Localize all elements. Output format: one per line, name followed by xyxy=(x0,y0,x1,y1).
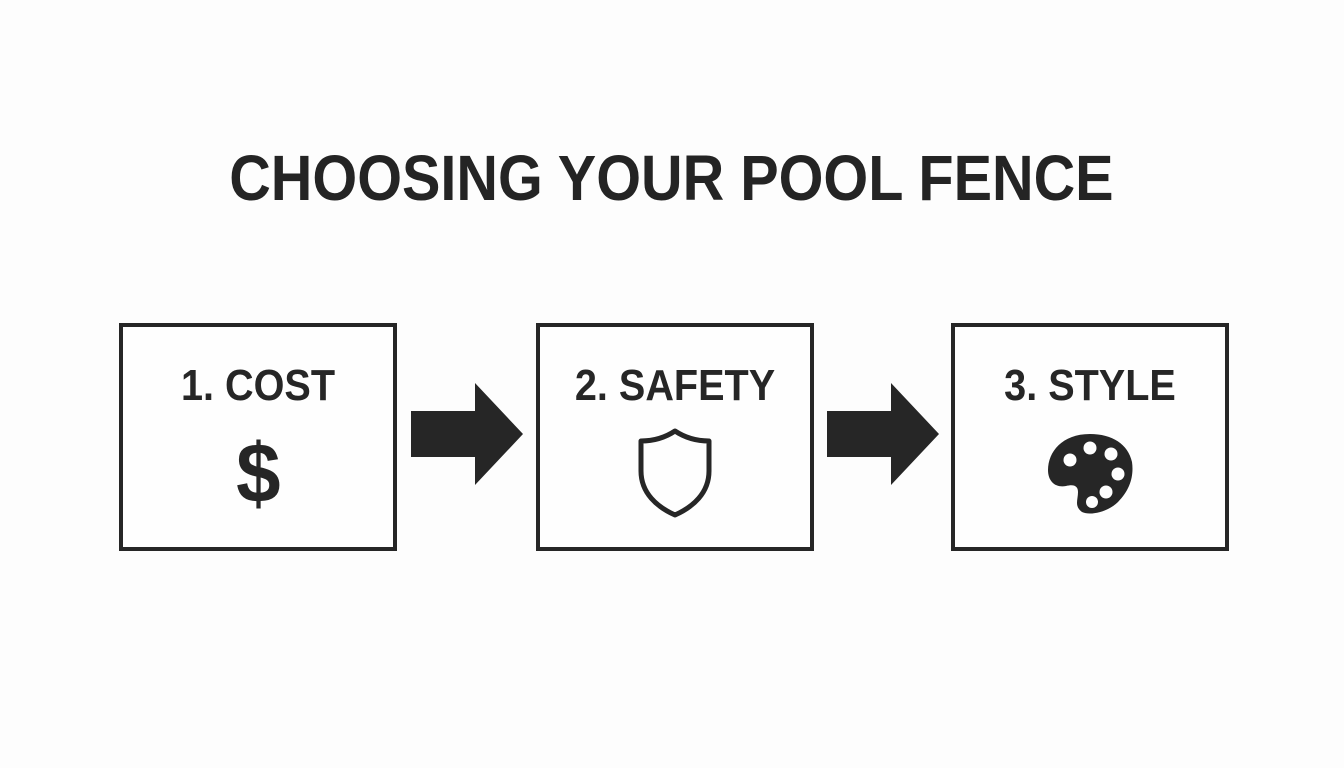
step-box-style: 3. STYLE xyxy=(951,323,1229,551)
step-label-cost: 1. COST xyxy=(180,361,336,410)
dollar-sign-glyph: $ xyxy=(235,426,281,520)
arrow-right-icon xyxy=(411,383,523,485)
step-label-style: 3. STYLE xyxy=(1004,361,1176,410)
palette-icon xyxy=(955,423,1225,523)
diagram-title: CHOOSING YOUR POOL FENCE xyxy=(229,142,1114,214)
dollar-sign-icon: $ xyxy=(123,423,393,523)
step-label-safety: 2. SAFETY xyxy=(574,361,776,410)
step-box-cost: 1. COST $ xyxy=(119,323,397,551)
step-box-safety: 2. SAFETY xyxy=(536,323,814,551)
shield-icon xyxy=(540,423,810,523)
arrow-right-icon xyxy=(827,383,939,485)
